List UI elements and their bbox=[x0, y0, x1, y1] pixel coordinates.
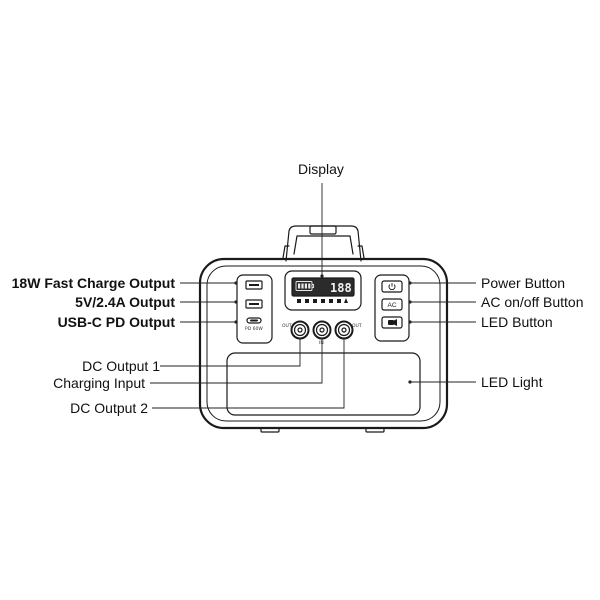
dc-output-1-leader bbox=[160, 338, 301, 367]
display-label: Display bbox=[298, 161, 344, 177]
led-button[interactable] bbox=[381, 316, 403, 329]
fast-charge-usb-port bbox=[245, 280, 263, 290]
device-body bbox=[198, 257, 449, 433]
charging-input-label: Charging Input bbox=[53, 375, 145, 391]
power-icon bbox=[388, 283, 396, 291]
fast-charge-label: 18W Fast Charge Output bbox=[11, 275, 175, 291]
usb-output-label: 5V/2.4A Output bbox=[75, 294, 175, 310]
lcd-contents: 188 bbox=[295, 281, 352, 303]
ac-button[interactable] bbox=[381, 298, 403, 311]
in-label: IN bbox=[319, 340, 324, 346]
ac-button-label: AC on/off Button bbox=[481, 294, 584, 310]
carry-handle bbox=[282, 225, 365, 262]
power-button[interactable] bbox=[381, 280, 403, 293]
usbc-label: USB-C PD Output bbox=[57, 314, 175, 330]
ac-key-label: AC bbox=[387, 302, 396, 309]
dc-output-2-leader bbox=[152, 338, 345, 409]
usbc-port bbox=[246, 317, 262, 324]
battery-icon bbox=[295, 281, 315, 291]
usb-port-column bbox=[236, 274, 273, 344]
display-housing bbox=[284, 270, 362, 311]
power-button-label: Power Button bbox=[481, 275, 566, 291]
charging-input-leader bbox=[150, 338, 323, 384]
usb-output-port bbox=[245, 299, 263, 309]
led-light-panel bbox=[226, 352, 421, 416]
led-lamp-icon bbox=[388, 319, 397, 326]
dc-output-1-label: DC Output 1 bbox=[82, 358, 160, 374]
dc-output-2-label: DC Output 2 bbox=[70, 400, 148, 416]
lcd-screen bbox=[291, 277, 355, 297]
led-button-label: LED Button bbox=[481, 314, 553, 330]
dc-ports bbox=[290, 320, 354, 340]
led-light-label: LED Light bbox=[481, 374, 543, 390]
out-label-left: OUT bbox=[282, 323, 292, 329]
lcd-digits: 188 bbox=[330, 281, 352, 295]
out-label-right: OUT bbox=[352, 323, 362, 329]
usbc-tag: PD 60W bbox=[245, 326, 263, 332]
leader-lines bbox=[150, 183, 476, 409]
button-column bbox=[374, 274, 410, 342]
